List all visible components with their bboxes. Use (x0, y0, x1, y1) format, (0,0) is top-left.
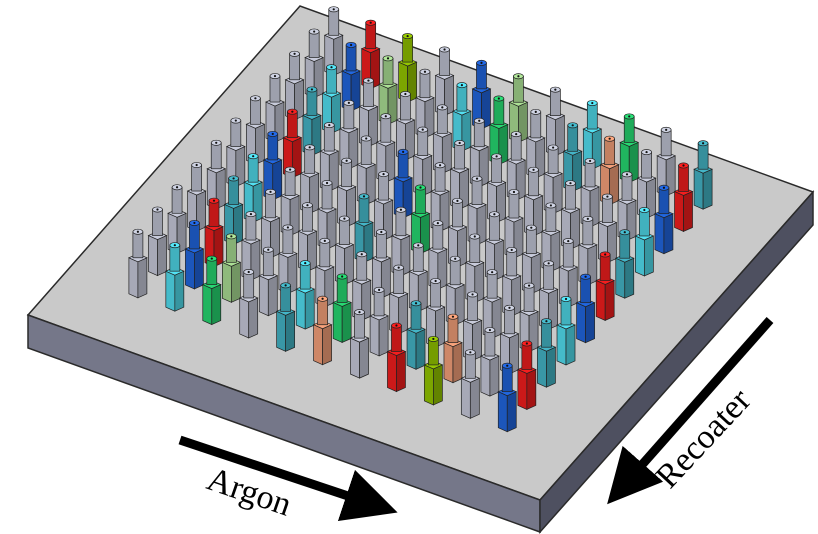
pillar (164, 242, 185, 312)
pillar (258, 246, 279, 317)
pillar (595, 251, 616, 321)
pillar (332, 273, 353, 344)
pillar (321, 64, 342, 134)
pillar-array (128, 6, 713, 433)
pillar (427, 220, 448, 290)
pillar (302, 86, 322, 156)
pillar (358, 77, 379, 148)
pillar (238, 269, 259, 339)
pillar (386, 322, 407, 393)
pillar (312, 295, 333, 366)
pillar (560, 180, 581, 250)
pillar (614, 229, 635, 299)
pillar (349, 309, 370, 379)
pillar (423, 335, 444, 406)
pillar (538, 260, 559, 330)
pillar (556, 296, 576, 366)
pillar (499, 304, 520, 375)
pillar (323, 6, 344, 76)
pillar (443, 313, 463, 384)
pillar (432, 104, 453, 174)
pillar (314, 237, 335, 308)
pillar (167, 184, 187, 254)
pillar (536, 318, 557, 388)
pillar (693, 140, 713, 210)
pillar (245, 95, 266, 165)
pillar (128, 228, 148, 299)
pillar (467, 175, 487, 246)
pillar (619, 113, 640, 183)
pillar (147, 206, 168, 277)
pillar (425, 278, 446, 348)
pillar (406, 300, 426, 370)
pillar (201, 255, 222, 326)
pillar (221, 233, 242, 303)
pillar (654, 184, 674, 255)
pillar (460, 349, 481, 419)
pillar (184, 219, 205, 290)
pillar (482, 269, 503, 339)
pillar (501, 246, 522, 317)
pillar (575, 273, 596, 344)
pillar (295, 260, 316, 330)
pillar (516, 340, 537, 410)
pillar (497, 362, 518, 433)
recoater-arrow (607, 317, 774, 505)
pillar (369, 286, 389, 357)
pillar (275, 282, 296, 352)
pillar (634, 207, 655, 277)
pillar (673, 162, 694, 233)
pillar (284, 50, 305, 121)
pillar (480, 327, 500, 397)
argon-arrow (178, 435, 398, 522)
